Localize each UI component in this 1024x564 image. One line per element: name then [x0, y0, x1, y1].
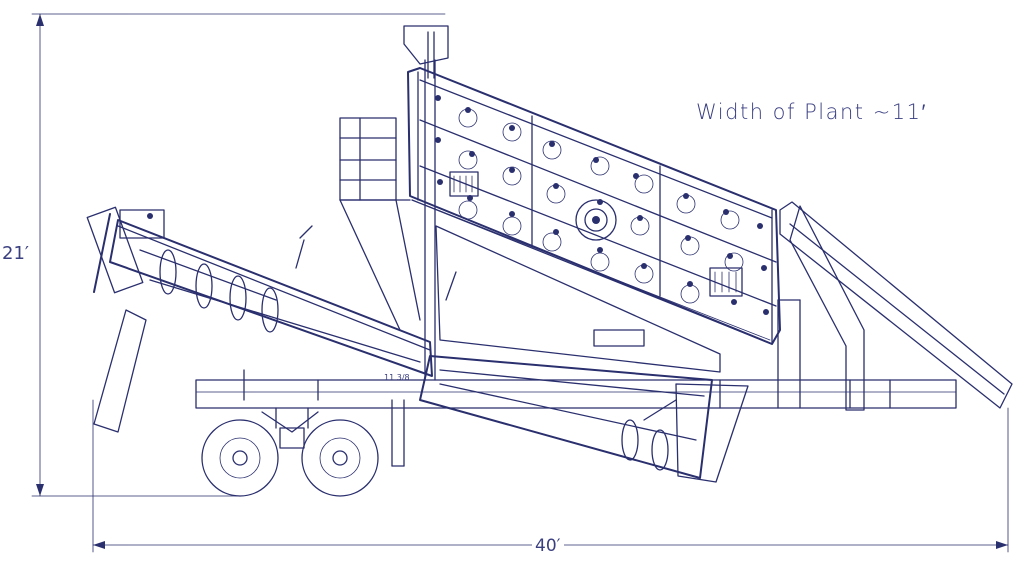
length-dimension-label: 40′ [532, 536, 564, 556]
vibrating-screen [407, 67, 781, 345]
support-mast [391, 59, 436, 467]
measurement-annotation: 11 3/8 [384, 373, 410, 382]
trailer-chassis [195, 369, 957, 409]
sand-screw [419, 355, 749, 483]
height-dimension-line [31, 13, 446, 497]
work-platform [339, 117, 421, 331]
discharge-chute [435, 225, 721, 373]
plant-width-label: Width of Plant ~11′ [696, 100, 927, 124]
height-dimension-label: 21′ [2, 243, 29, 264]
trailer-wheels [201, 407, 379, 497]
length-dimension-line [92, 399, 1009, 553]
fines-conveyor [777, 201, 1013, 411]
log-washer-auger [86, 206, 457, 433]
